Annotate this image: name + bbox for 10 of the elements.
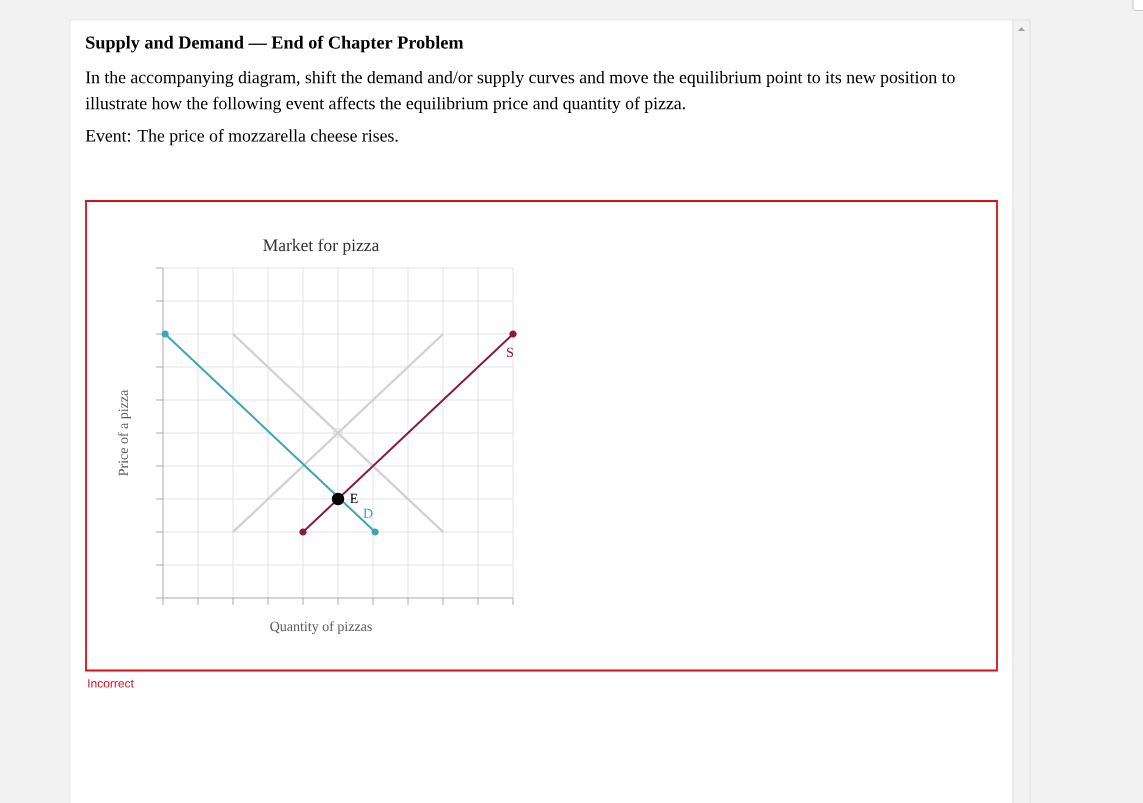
point-label: E — [350, 493, 358, 503]
status-text: Incorrect — [88, 679, 134, 688]
axis-label: Quantity of pizzas — [270, 621, 372, 634]
instruction-text: In the accompanying diagram, shift the demand and/or supply curves and move the equilibrium point to its new position to illustrate how the following event affects the equilibrium price and quantity of pizza. — [85, 70, 955, 113]
heading: Supply and Demand — End of Chapter Problem — [86, 35, 464, 53]
curve-label: S — [507, 347, 514, 358]
curve-label: D — [363, 508, 373, 519]
event-text: Event: The price of mozzarella cheese rises. — [85, 129, 398, 146]
axis-label: Price of a pizza — [118, 389, 131, 476]
chart-title: Market for pizza — [263, 238, 380, 255]
